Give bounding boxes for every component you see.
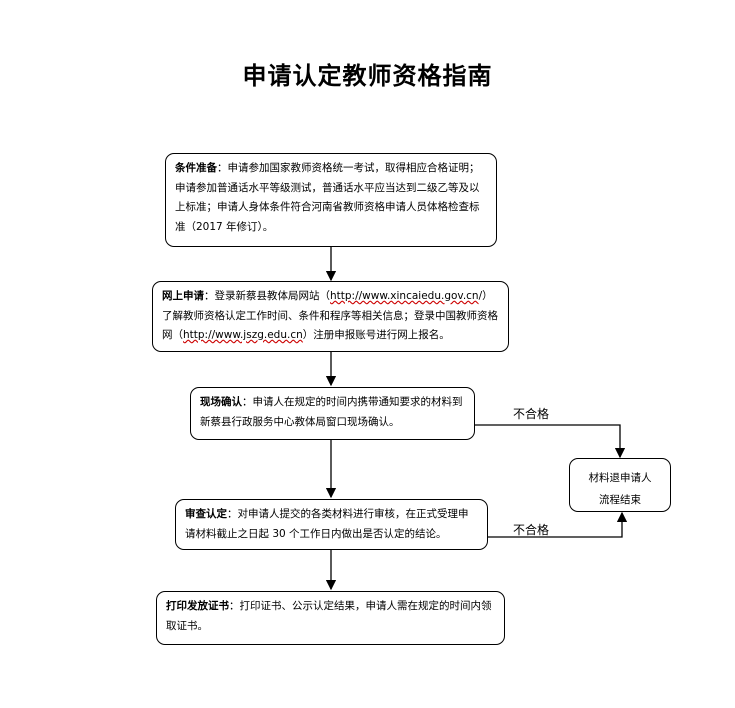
step-conditions: 条件准备：申请参加国家教师资格统一考试，取得相应合格证明；申请参加普通话水平等级… <box>165 153 497 247</box>
step-issue-certificate: 打印发放证书：打印证书、公示认定结果，申请人需在规定的时间内领取证书。 <box>156 591 505 645</box>
arrow-step3-fail <box>474 424 626 459</box>
fail-label-1: 不合格 <box>513 407 550 421</box>
page-title: 申请认定教师资格指南 <box>242 61 493 90</box>
step-issue-certificate-text: ：打印证书、公示认定结果，申请人需在规定的时间内领取证书。 <box>166 600 492 632</box>
step-issue-certificate-heading: 打印发放证书 <box>166 600 229 612</box>
jszg-link[interactable]: http://www.jszg.edu.cn <box>183 329 303 341</box>
step-onsite-confirm-text: ：申请人在规定的时间内携带通知要求的材料到新蔡县行政服务中心教体局窗口现场确认。 <box>200 396 463 428</box>
step-review-text: ：对申请人提交的各类材料进行审核，在正式受理申请材料截止之日起 30 个工作日内… <box>185 508 469 540</box>
step-online-apply-text-a: ：登录新蔡县教体局网站（ <box>204 290 330 302</box>
step-conditions-text: ：申请参加国家教师资格统一考试，取得相应合格证明；申请参加普通话水平等级测试，普… <box>175 162 480 233</box>
step-onsite-confirm-heading: 现场确认 <box>200 396 242 408</box>
xincaiedu-link[interactable]: http://www.xincaiedu.gov.cn <box>330 290 479 302</box>
step-conditions-heading: 条件准备 <box>175 162 217 174</box>
arrow-step4-fail <box>488 511 628 538</box>
step-online-apply: 网上申请：登录新蔡县教体局网站（http://www.xincaiedu.gov… <box>152 281 509 352</box>
step-online-apply-text-c: ）注册申报账号进行网上报名。 <box>302 329 450 341</box>
side-box-line2: 流程结束 <box>599 494 641 506</box>
side-box-return-materials: 材料退申请人 流程结束 <box>569 458 671 512</box>
step-onsite-confirm: 现场确认：申请人在规定的时间内携带通知要求的材料到新蔡县行政服务中心教体局窗口现… <box>190 387 475 440</box>
step-online-apply-heading: 网上申请 <box>162 290 204 302</box>
step-review: 审查认定：对申请人提交的各类材料进行审核，在正式受理申请材料截止之日起 30 个… <box>175 499 488 550</box>
fail-label-2: 不合格 <box>513 523 550 537</box>
side-box-line1: 材料退申请人 <box>588 472 652 484</box>
step-online-apply-text-b: /）了解教师资格认定工作时间、条件和程序等相关信息；登录中国教师资格网（ <box>162 290 498 341</box>
step-review-heading: 审查认定 <box>185 508 227 520</box>
